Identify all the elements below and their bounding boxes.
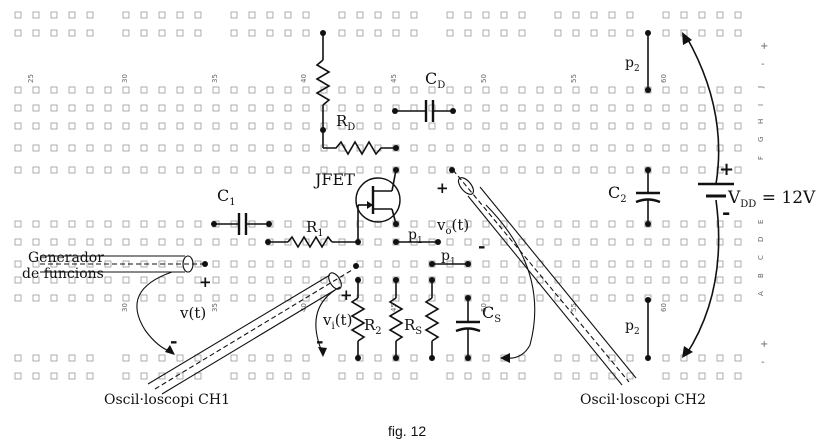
row-letter-i: I xyxy=(757,104,765,106)
col-num-top-50: 50 xyxy=(480,74,488,83)
label-c1: C1 xyxy=(217,186,236,208)
ch2-plus-sign: + xyxy=(436,179,449,197)
ch2-probe xyxy=(449,167,637,386)
row-letter-d: D xyxy=(757,237,765,242)
figure-caption: fig. 12 xyxy=(388,423,426,439)
col-num-top-40: 40 xyxy=(300,74,308,83)
generator-probe xyxy=(40,255,208,355)
rail-sign-bottom-plus: + xyxy=(760,339,768,350)
col-num-bottom-45: 45 xyxy=(390,303,398,312)
row-letter-j: J xyxy=(757,86,765,89)
label-vi: vi(t) xyxy=(322,311,352,332)
resistor-r1 xyxy=(265,235,361,249)
label-vt: v(t) xyxy=(179,304,206,322)
resistor-rs-parallel xyxy=(424,277,440,361)
row-letter-f: F xyxy=(757,156,765,160)
rail-sign-top-minus: - xyxy=(761,59,765,70)
battery-plus-sign: + xyxy=(719,159,734,180)
label-vdd: VDD = 12V xyxy=(727,188,816,210)
label-ch2: Oscil·loscopi CH2 xyxy=(580,392,706,408)
capacitor-cd xyxy=(392,100,456,122)
ch1-minus-sign: - xyxy=(316,331,323,352)
label-rd: RD xyxy=(336,112,355,133)
resistor-rs xyxy=(388,277,404,361)
label-generator-line1: Generador xyxy=(28,250,104,266)
row-letter-a: A xyxy=(757,291,765,296)
jfet-transistor xyxy=(355,167,401,242)
capacitor-c1 xyxy=(211,213,272,235)
label-rs: RS xyxy=(404,316,422,337)
generator-minus-sign: - xyxy=(170,331,177,352)
label-p2-lower: p2 xyxy=(625,318,640,337)
ch1-plus-sign: + xyxy=(340,286,353,304)
rail-sign-bottom-minus: - xyxy=(761,357,765,368)
label-cs: CS xyxy=(482,303,501,325)
col-num-top-30: 30 xyxy=(121,74,129,83)
label-jfet: JFET xyxy=(313,170,355,189)
row-letter-b: B xyxy=(757,273,765,278)
col-num-bottom-50: 50 xyxy=(480,303,488,312)
col-num-bottom-60: 60 xyxy=(660,303,668,312)
rail-sign-top-plus: + xyxy=(760,41,768,52)
row-letter-e: E xyxy=(757,220,765,224)
row-letter-h: H xyxy=(757,119,765,124)
label-p1-upper: p1 xyxy=(408,227,423,246)
battery-vdd xyxy=(682,32,734,358)
label-r2: R2 xyxy=(364,316,382,337)
label-ch1: Oscil·loscopi CH1 xyxy=(104,392,230,408)
label-r1: R1 xyxy=(306,218,324,239)
capacitor-cs xyxy=(455,295,481,361)
col-num-bottom-35: 35 xyxy=(211,303,219,312)
col-num-bottom-40: 40 xyxy=(300,303,308,312)
capacitor-c2 xyxy=(635,30,661,361)
jumper-p1 xyxy=(393,239,471,267)
label-p1-lower: p1 xyxy=(441,248,456,267)
label-p2-upper: p2 xyxy=(625,55,640,74)
label-generator-line2: de funcions xyxy=(22,266,104,282)
col-num-bottom-30: 30 xyxy=(121,303,129,312)
row-letter-c: C xyxy=(757,255,765,260)
resistor-r2 xyxy=(350,277,366,361)
col-num-bottom-55: 55 xyxy=(570,303,578,312)
ch2-minus-sign: - xyxy=(478,236,485,257)
col-num-top-45: 45 xyxy=(390,74,398,83)
col-num-top-25: 25 xyxy=(27,74,35,83)
col-num-top-55: 55 xyxy=(570,74,578,83)
generator-plus-sign: + xyxy=(199,273,212,291)
battery-minus-sign: - xyxy=(722,200,730,224)
col-num-top-35: 35 xyxy=(211,74,219,83)
label-vo: vo(t) xyxy=(436,216,469,237)
row-letter-g: G xyxy=(757,137,765,142)
label-c2: C2 xyxy=(608,183,627,205)
col-num-top-60: 60 xyxy=(660,74,668,83)
ch1-probe xyxy=(147,263,359,395)
resistor-rd xyxy=(315,30,399,156)
label-cd: CD xyxy=(425,69,445,91)
